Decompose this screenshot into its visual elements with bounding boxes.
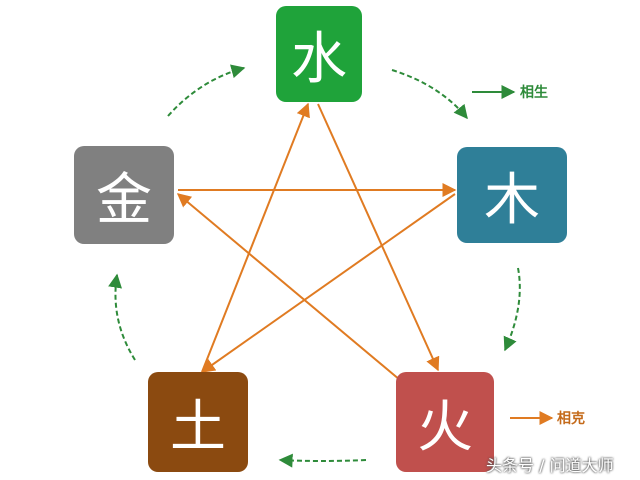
overcome-arrow-earth-water xyxy=(201,102,310,373)
element-water-label: 水 xyxy=(291,26,347,92)
element-fire-box: 火 xyxy=(396,372,494,472)
element-metal-box: 金 xyxy=(74,146,174,244)
generate-arrows xyxy=(108,64,521,468)
element-wood-label: 木 xyxy=(484,167,540,233)
element-metal-label: 金 xyxy=(96,167,152,233)
generate-arrow-wood-fire xyxy=(503,267,521,352)
legend-overcome-label: 相克 xyxy=(557,411,585,427)
generate-arrow-earth-metal xyxy=(108,273,136,361)
element-wood-box: 木 xyxy=(457,147,567,243)
overcome-arrow-wood-earth xyxy=(200,193,456,373)
overcome-arrow-water-fire xyxy=(317,103,440,372)
generate-arrow-metal-water xyxy=(167,64,246,117)
legend-generate-label: 相生 xyxy=(520,85,548,101)
generate-arrow-water-wood xyxy=(391,69,468,120)
element-water-box: 水 xyxy=(276,6,362,102)
generate-arrow-fire-earth xyxy=(278,453,367,468)
overcome-arrows xyxy=(176,102,457,381)
element-earth-label: 土 xyxy=(170,394,226,460)
overcome-arrow-fire-metal xyxy=(176,193,401,381)
watermark-text: 头条号 / 问道大师 xyxy=(486,456,614,475)
element-earth-box: 土 xyxy=(148,372,248,472)
element-fire-label: 火 xyxy=(417,394,473,460)
